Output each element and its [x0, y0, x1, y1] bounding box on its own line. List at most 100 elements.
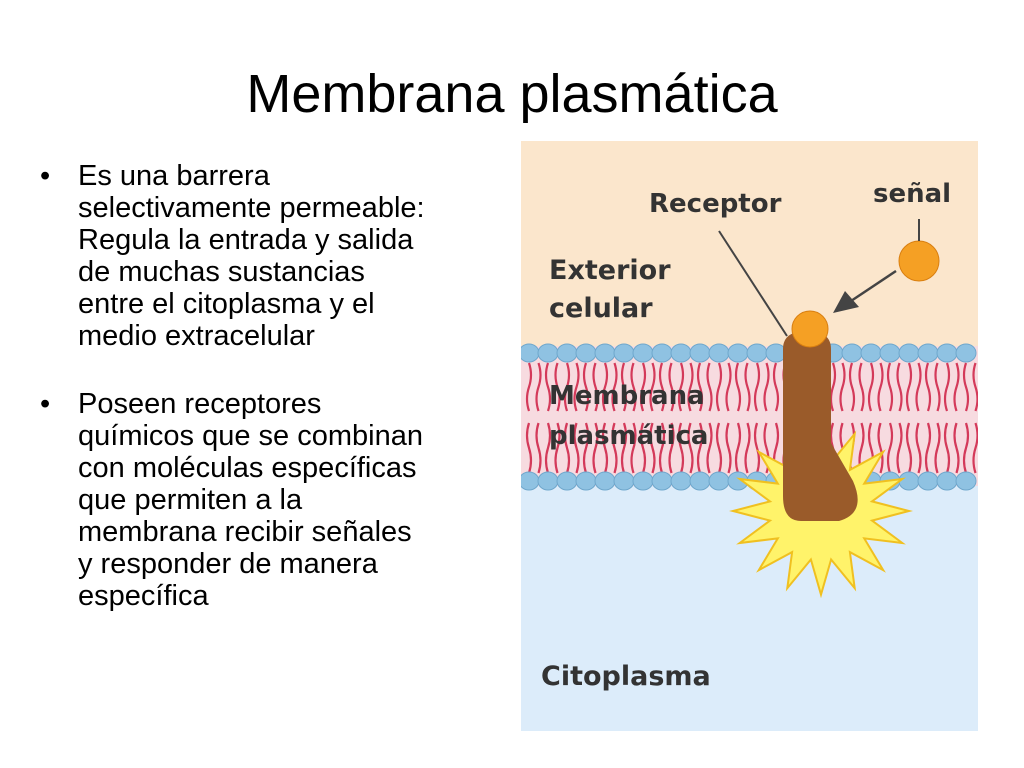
lipid-tail: [715, 362, 723, 412]
label-cytoplasm: Citoplasma: [541, 661, 711, 692]
exterior-region: [521, 141, 978, 346]
receptor-protein: [783, 331, 858, 521]
lipid-tail: [611, 422, 618, 474]
lipid-head: [537, 343, 559, 363]
lipid-tail: [734, 422, 742, 474]
signal-arrow-shaft: [850, 269, 897, 303]
lipid-tail: [668, 362, 675, 412]
lipid-head: [670, 471, 692, 491]
label-membrane-line1: Membrana: [549, 381, 705, 411]
lipid-tail: [554, 422, 561, 474]
lipid-tail: [658, 422, 666, 474]
lipid-head: [727, 343, 749, 363]
lipid-tail: [772, 362, 780, 412]
lipid-tail: [601, 422, 609, 474]
lipid-tail: [649, 422, 656, 474]
membrane-band: [521, 346, 978, 486]
lipid-head: [689, 471, 711, 491]
lipid-tail: [582, 422, 590, 474]
lipid-head: [632, 343, 654, 363]
bullet-marker: •: [40, 388, 51, 420]
lipid-tail: [858, 362, 865, 412]
lipid-head: [955, 471, 977, 491]
signal-arrow-head-icon: [833, 291, 859, 313]
lipid-tail: [953, 362, 960, 412]
membrane-diagram-svg: [521, 141, 978, 731]
lipid-tail: [630, 422, 637, 474]
lipid-head: [521, 471, 540, 491]
lipid-head: [556, 471, 578, 491]
membrane-diagram: Receptor señal Exterior celular Membrana…: [521, 141, 978, 731]
lipid-tail: [924, 422, 932, 474]
bullet-line: químicos que se combinan: [78, 420, 423, 452]
label-exterior-line2: celular: [549, 293, 653, 324]
lipid-head: [917, 471, 939, 491]
lipid-tail: [924, 362, 932, 412]
lipid-tail: [592, 422, 599, 474]
bullet-line: selectivamente permeable:: [78, 192, 425, 224]
lipid-tail: [563, 422, 571, 474]
lipid-head: [594, 343, 616, 363]
lipid-head: [898, 471, 920, 491]
bullet-item-barrier: • Es una barrera selectivamente permeabl…: [40, 160, 510, 352]
lipid-tail: [848, 362, 856, 412]
lipid-head: [955, 343, 977, 363]
lipid-head: [594, 471, 616, 491]
lipid-head: [917, 343, 939, 363]
lipid-tail: [544, 422, 552, 474]
lipid-tail: [867, 362, 875, 412]
lipid-tail: [934, 362, 941, 412]
bullet-line: Regula la entrada y salida: [78, 224, 414, 256]
lipid-tail: [525, 362, 533, 412]
lipid-tail: [677, 422, 685, 474]
lipid-tail: [763, 362, 770, 412]
lipid-tail: [943, 422, 951, 474]
lipid-tail: [601, 362, 609, 412]
lipid-head: [613, 343, 635, 363]
receptor-pointer-line: [718, 230, 788, 337]
bullet-line: membrana recibir señales: [78, 516, 412, 548]
lipid-head: [521, 343, 540, 363]
bullet-list: • Es una barrera selectivamente permeabl…: [40, 160, 510, 648]
lipid-tail: [953, 422, 960, 474]
lipid-tail: [554, 362, 561, 412]
lipid-head: [632, 471, 654, 491]
lipid-tail: [877, 362, 884, 412]
lipid-tail: [658, 362, 666, 412]
lipid-tail: [744, 422, 751, 474]
lipid-tail: [696, 362, 704, 412]
label-receptor: Receptor: [649, 189, 782, 219]
lipid-head: [860, 343, 882, 363]
lipid-tail: [620, 422, 628, 474]
bullet-line: con moléculas específicas: [78, 452, 417, 484]
bullet-line: de muchas sustancias: [78, 256, 365, 288]
label-membrane-line2: plasmática: [549, 421, 709, 451]
bullet-line: Poseen receptores: [78, 388, 322, 420]
signal-molecule: [898, 240, 940, 282]
lipid-head: [556, 343, 578, 363]
lipid-tail: [687, 422, 694, 474]
lipid-tail: [972, 422, 978, 474]
lipid-tail: [839, 362, 846, 412]
lipid-tail: [639, 422, 647, 474]
lipid-tail: [896, 362, 903, 412]
lipid-tail: [886, 362, 894, 412]
bullet-line: que permiten a la: [78, 484, 303, 516]
lipid-tail: [877, 422, 884, 474]
lipid-tail: [592, 362, 599, 412]
lipid-tail: [544, 362, 552, 412]
lipid-head: [651, 343, 673, 363]
lipid-tail: [525, 422, 533, 474]
lipid-tail: [706, 422, 713, 474]
lipid-head: [708, 471, 730, 491]
lipid-tail: [649, 362, 656, 412]
lipid-tail: [744, 362, 751, 412]
lipid-tail: [725, 422, 732, 474]
label-exterior-line1: Exterior: [549, 255, 671, 286]
lipid-head: [936, 343, 958, 363]
lipid-tail: [630, 362, 637, 412]
lipid-tail: [668, 422, 675, 474]
lipid-tail: [972, 362, 978, 412]
lipid-head: [575, 343, 597, 363]
lipid-tail: [915, 422, 922, 474]
